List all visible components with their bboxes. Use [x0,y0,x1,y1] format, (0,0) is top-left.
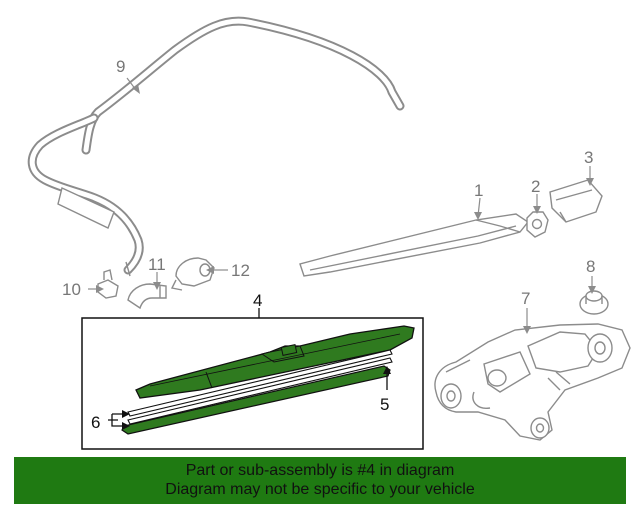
banner-line-disclaimer: Diagram may not be specific to your vehi… [165,481,475,498]
wiper-parts-diagram: 1 2 3 4 5 6 7 8 9 10 11 12 [27,16,631,450]
connector-part-10 [97,269,119,299]
callout-3: 3 [584,148,593,167]
leader-arrowheads [96,84,596,430]
part-info-banner: Part or sub-assembly is #4 in diagram Di… [14,457,626,504]
grommet-part-8 [579,290,609,315]
callout-10: 10 [62,280,81,299]
callout-labels: 1 2 3 4 5 6 7 8 9 10 11 12 [62,57,595,432]
callout-5: 5 [380,395,389,414]
callout-7: 7 [521,289,530,308]
wiper-motor-part-7 [434,323,631,441]
callout-6: 6 [91,413,100,432]
elbow-hose-part-11 [127,283,167,310]
callout-4: 4 [253,291,262,310]
callout-12: 12 [231,261,250,280]
washer-nozzle-part-12 [170,257,215,291]
banner-line-part-number: Part or sub-assembly is #4 in diagram [185,462,455,479]
wiper-blade-assembly-part-4 [135,325,415,399]
blade-refill-strips-part-6 [127,349,393,425]
callout-2: 2 [531,177,540,196]
nut-part-2 [526,211,549,238]
callout-11: 11 [148,255,166,274]
wiper-arm-part-1 [299,213,530,277]
callout-8: 8 [586,257,595,276]
callout-9: 9 [116,57,125,76]
callout-1: 1 [474,181,483,200]
cap-part-3 [549,179,603,223]
washer-hose-part-9 [27,16,405,277]
